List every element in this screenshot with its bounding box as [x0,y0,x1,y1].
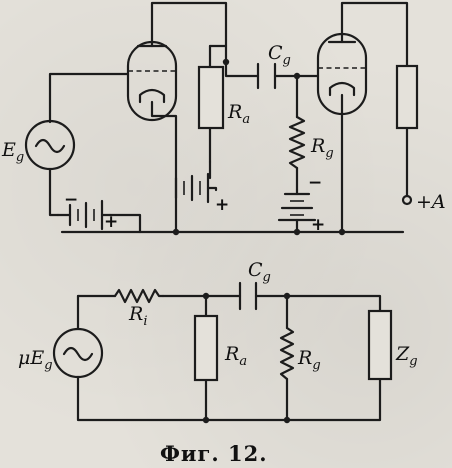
label-rg-top: Rg [310,135,334,161]
label-eg: Eg [1,139,24,165]
grid-battery-2 [277,188,317,222]
source-eg [24,119,76,171]
label-supply: +A [416,191,446,213]
grid-battery-1 [56,199,112,231]
load-zg [367,309,393,381]
label-cg-bottom: Cg [248,259,271,285]
tube-2-cathode [328,81,356,97]
capacitor-cg [256,62,277,90]
top-circuit: Eg Cg Ra Rg +A + − + − + [1,1,446,236]
capacitor-cg-bottom [238,281,258,311]
label-ra-top: Ra [227,101,250,127]
source-mu-eg [52,327,104,379]
grid-resistor-rg-bottom [279,326,295,381]
bottom-junctions [202,292,291,424]
polarity-plus-grid1: + [104,212,118,232]
anode-battery [174,160,218,204]
polarity-minus-grid1: − [64,190,78,210]
label-cg-top: Cg [268,42,291,68]
polarity-plus-grid2: + [311,215,325,235]
label-mu-eg: μEg [18,347,53,373]
label-rg-bottom: Rg [297,347,321,373]
series-resistor-ri [113,288,165,304]
top-junctions [172,58,346,236]
load-resistor [395,64,419,130]
anode-resistor-ra [197,65,225,130]
supply-terminal [401,194,413,206]
tube-1-cathode [138,88,166,104]
bottom-circuit: μEg Ri Cg Ra Rg Zg [18,259,418,424]
polarity-minus-grid2: − [308,173,322,193]
label-ri: Ri [128,303,147,329]
anode-resistor-ra-bottom [193,314,219,382]
polarity-plus-anode: + [215,195,229,215]
figure-caption: Фиг. 12. [160,441,268,466]
grid-resistor-rg [288,115,306,170]
label-ra-bottom: Ra [224,343,247,369]
top-wires [48,1,409,234]
label-zg: Zg [395,343,418,369]
